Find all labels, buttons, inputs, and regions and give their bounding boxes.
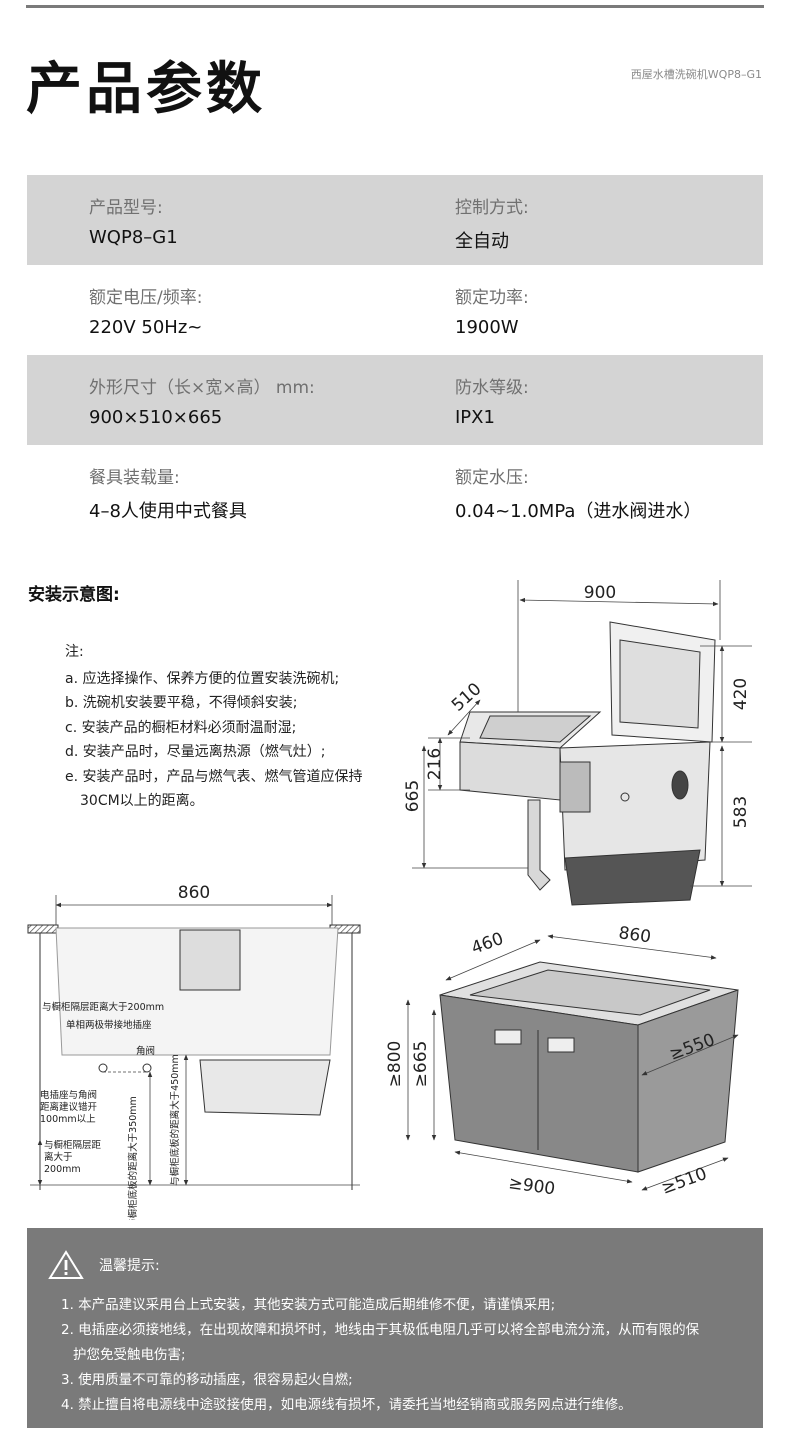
spec-label: 产品型号:	[89, 198, 163, 218]
dim-length-label: 900	[584, 583, 616, 603]
shelf-distance-label: 与橱柜隔层距离大于200mm	[42, 1001, 164, 1013]
cabinet-width-bottom-label: ≥900	[507, 1173, 556, 1199]
note-item: b. 洗碗机安装要平稳，不得倾斜安装;	[65, 695, 298, 711]
spec-label: 餐具装载量:	[89, 468, 180, 488]
shelf-distance-box: 与橱柜隔层距离大于200mm	[44, 1140, 102, 1175]
note-item: e. 安装产品时，产品与燃气表、燃气管道应保持	[65, 768, 363, 785]
cabinet-height-outer-label: ≥800	[385, 1041, 405, 1088]
spec-label: 控制方式:	[455, 198, 529, 218]
spec-value: 0.04~1.0MPa（进水阀进水）	[455, 501, 702, 522]
spec-label: 额定电压/频率:	[89, 288, 203, 308]
tips-title: 温馨提示:	[99, 1258, 160, 1274]
model-reference: 西屋水槽洗碗机WQP8–G1	[630, 68, 762, 81]
note-item: d. 安装产品时，尽量远离热源（燃气灶）;	[65, 744, 326, 760]
socket-valve-distance-box: 电插座与角阀距离建议错开100mm以上	[40, 1090, 98, 1125]
dim-width-label: 510	[448, 679, 485, 716]
spec-table: 产品型号: WQP8–G1 控制方式: 全自动 额定电压/频率: 220V 50Hz~…	[27, 175, 763, 535]
spec-label: 额定功率:	[455, 288, 529, 308]
to-bottom-450-label: 与橱柜底板的距离大于450mm	[169, 1054, 181, 1186]
to-bottom-350-label: 与橱柜底板的距离大于350mm	[127, 1096, 139, 1220]
shelf-distance-label-2: 与橱柜隔层距离大于200mm	[44, 1140, 102, 1175]
spec-row: 产品型号: WQP8–G1 控制方式: 全自动	[27, 175, 763, 265]
tips-panel: 温馨提示: 1. 本产品建议采用台上式安装，其他安装方式可能造成后期维修不便，请…	[27, 1228, 763, 1428]
dim-lid-height-label: 420	[731, 678, 751, 710]
spec-label: 外形尺寸（长×宽×高） mm:	[89, 378, 315, 398]
tips-list: 1. 本产品建议采用台上式安装，其他安装方式可能造成后期维修不便，请谨慎采用; …	[61, 1293, 699, 1418]
note-item: 30CM以上的距离。	[80, 793, 204, 809]
warning-triangle-icon	[48, 1250, 84, 1279]
cabinet-depth-top-label: 460	[469, 929, 506, 959]
spec-row: 餐具装载量: 4–8人使用中式餐具 额定水压: 0.04~1.0MPa（进水阀进水）	[27, 445, 763, 535]
spec-value: 4–8人使用中式餐具	[89, 501, 247, 522]
dim-sink-depth-label: 216	[425, 748, 445, 780]
spec-value: 900×510×665	[89, 407, 223, 428]
cabinet-drawing	[439, 961, 739, 1173]
cabinet-width-top-label: 860	[617, 923, 652, 947]
tip-item: 1. 本产品建议采用台上式安装，其他安装方式可能造成后期维修不便，请谨慎采用;	[61, 1297, 556, 1313]
tip-item: 4. 禁止擅自将电源线中途驳接使用，如电源线有损坏，请委托当地经销商或服务网点进…	[61, 1397, 632, 1413]
cabinet-depth-bottom-label: ≥510	[659, 1164, 710, 1199]
installation-diagrams: 900 510 420 216 665 583 860 与橱柜隔层距离大于200…	[27, 580, 752, 1220]
spec-value: 全自动	[455, 231, 509, 252]
notes-title: 注:	[65, 644, 84, 660]
spec-label: 防水等级:	[455, 378, 529, 398]
spec-label: 额定水压:	[455, 468, 529, 488]
cabinet-dimension-lines	[405, 934, 739, 1191]
socket-label: 单相两极带接地插座	[66, 1019, 152, 1031]
note-item: a. 应选择操作、保养方便的位置安装洗碗机;	[65, 670, 340, 687]
install-title: 安装示意图:	[28, 585, 120, 605]
spec-value: WQP8–G1	[89, 227, 178, 248]
product-dimension-lines	[412, 580, 752, 887]
side-width-label: 860	[178, 883, 210, 903]
dim-total-height-label: 665	[403, 780, 423, 812]
spec-value: 220V 50Hz~	[89, 317, 203, 338]
cabinet-height-inner-label: ≥665	[411, 1041, 431, 1088]
spec-row: 额定电压/频率: 220V 50Hz~ 额定功率: 1900W	[27, 265, 763, 355]
socket-valve-distance-label: 电插座与角阀距离建议错开100mm以上	[40, 1090, 98, 1125]
spec-value: 1900W	[455, 317, 519, 338]
note-item: c. 安装产品的橱柜材料必须耐温耐湿;	[65, 719, 297, 736]
side-dimension-lines	[30, 895, 360, 1186]
dim-body-height-label: 583	[731, 796, 751, 828]
spec-value: IPX1	[455, 407, 495, 428]
tip-item: 3. 使用质量不可靠的移动插座，很容易起火自燃;	[61, 1372, 353, 1388]
side-section-drawing	[27, 924, 361, 1190]
angle-valve-label: 角阀	[136, 1045, 155, 1057]
tip-item: 2. 电插座必须接地线，在出现故障和损坏时，地线由于其极低电阻几乎可以将全部电流…	[61, 1322, 700, 1338]
spec-row: 外形尺寸（长×宽×高） mm: 900×510×665 防水等级: IPX1	[27, 355, 763, 445]
product-drawing	[459, 621, 716, 906]
tips-header: 温馨提示:	[47, 1248, 160, 1282]
page-title: 产品参数	[26, 57, 266, 122]
tip-item: 护您免受触电伤害;	[73, 1347, 186, 1363]
install-notes: 注: a. 应选择操作、保养方便的位置安装洗碗机; b. 洗碗机安装要平稳，不得…	[65, 640, 363, 814]
top-rule	[26, 5, 764, 8]
